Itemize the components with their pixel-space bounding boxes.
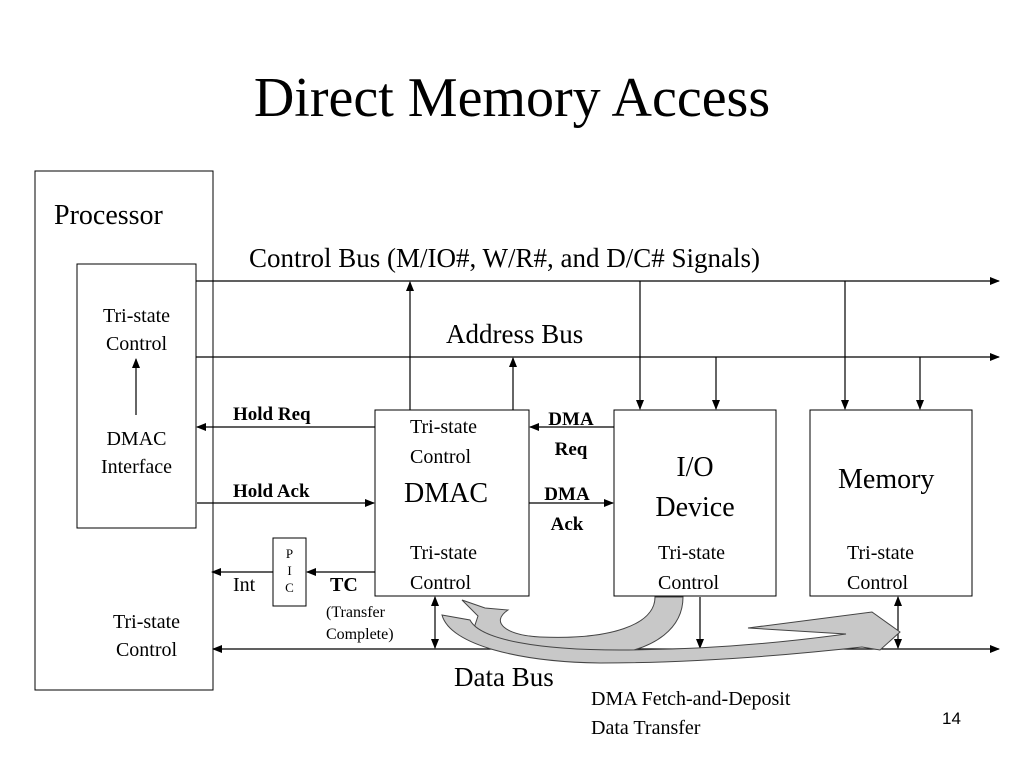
tc-description: (Transfer Complete) xyxy=(326,604,394,643)
pic-label: P I C xyxy=(285,546,294,595)
hold-ack-label: Hold Ack xyxy=(233,481,310,502)
control-bus-label: Control Bus (M/IO#, W/R#, and D/C# Signa… xyxy=(249,243,761,273)
interface-tristate-label: Tri-state Control xyxy=(102,305,171,355)
dma-req-label: DMA Req xyxy=(548,409,594,460)
io-tristate-label: Tri-state Control xyxy=(658,542,726,594)
hold-req-label: Hold Req xyxy=(233,404,311,425)
slide-title: Direct Memory Access xyxy=(253,67,771,129)
int-label: Int xyxy=(233,574,256,596)
dmac-top-tristate-label: Tri-state Control xyxy=(410,416,478,468)
processor-label: Processor xyxy=(54,200,163,231)
dma-ack-label: DMA Ack xyxy=(544,484,590,535)
transfer-caption: DMA Fetch-and-Deposit Data Transfer xyxy=(591,688,791,739)
dmac-interface-box xyxy=(76,263,197,529)
io-device-label: I/O Device xyxy=(655,452,735,523)
processor-box xyxy=(34,170,214,691)
slide-number: 14 xyxy=(942,709,961,728)
memory-tristate-label: Tri-state Control xyxy=(847,542,915,594)
dmac-label: DMAC xyxy=(404,478,489,509)
address-bus-label: Address Bus xyxy=(446,319,584,349)
memory-box xyxy=(809,409,973,597)
dmac-bottom-tristate-label: Tri-state Control xyxy=(410,542,478,594)
processor-tristate-label: Tri-state Control xyxy=(112,611,181,661)
dmac-interface-label: DMAC Interface xyxy=(100,428,173,478)
tc-label: TC xyxy=(330,574,358,596)
io-device-box xyxy=(613,409,777,597)
deposit-curved-arrow xyxy=(441,611,901,664)
memory-label: Memory xyxy=(838,464,935,495)
data-bus-label: Data Bus xyxy=(454,662,554,692)
